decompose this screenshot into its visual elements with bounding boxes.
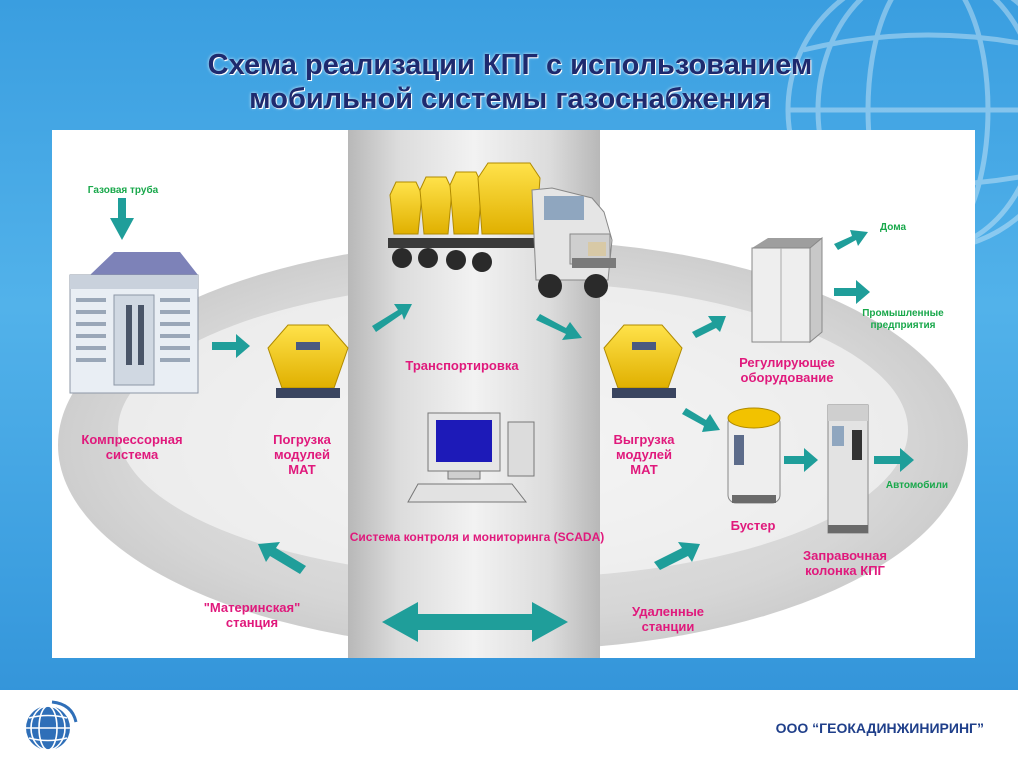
slide-title: Схема реализации КПГ с использованием мо… — [60, 48, 960, 116]
compressor-station-icon — [69, 252, 199, 394]
arrow-to-industry-icon — [834, 280, 870, 304]
filling-label-line-1: Заправочная — [802, 548, 888, 563]
transport-label: Транспортировка — [405, 358, 519, 373]
regulating-label: Регулирующее оборудование — [712, 355, 862, 385]
remote-stations-label: Удаленные станции — [608, 604, 728, 634]
regulating-equipment-icon — [751, 236, 823, 344]
arrow-truck-to-unloading-icon — [536, 314, 582, 340]
filling-column-icon — [827, 404, 869, 534]
booster-label: Бустер — [730, 518, 776, 533]
cars-label: Автомобили — [885, 480, 949, 491]
homes-label: Дома — [879, 222, 907, 233]
unloading-label-line-2: модулей — [616, 447, 672, 462]
booster-icon — [727, 407, 781, 504]
industry-label-line-2: предприятия — [870, 320, 936, 331]
arrow-to-homes-icon — [834, 230, 868, 250]
compressor-label: Компрессорная система — [52, 432, 212, 462]
unloading-label-line-1: Выгрузка — [613, 432, 675, 447]
unloading-label: Выгрузка модулей МАТ — [584, 432, 704, 477]
loading-label: Погрузка модулей МАТ — [242, 432, 362, 477]
mother-station-label-line-2: станция — [225, 615, 279, 630]
arrow-compressor-to-loading-icon — [212, 334, 250, 358]
industry-label-line-1: Промышленные — [862, 308, 944, 319]
computer-icon — [407, 412, 535, 503]
filling-label: Заправочная колонка КПГ — [780, 548, 910, 578]
mother-station-label-line-1: "Материнская" — [203, 600, 301, 615]
mat-module-unloading-icon — [603, 324, 683, 398]
mother-station-label: "Материнская" станция — [182, 600, 322, 630]
gas-pipe-arrow-icon — [110, 198, 134, 240]
arrow-scada-right-icon — [654, 542, 700, 570]
regulating-label-line-2: оборудование — [740, 370, 834, 385]
compressor-label-line-2: система — [105, 447, 159, 462]
remote-stations-label-line-1: Удаленные — [631, 604, 705, 619]
footer: ООО “ГЕОКАДИНЖИНИРИНГ” — [0, 690, 1018, 764]
industry-label: Промышленные предприятия — [848, 308, 958, 332]
arrow-to-booster-icon — [682, 408, 720, 432]
unloading-label-line-3: МАТ — [630, 462, 658, 477]
title-line-2: мобильной системы газоснабжения — [249, 83, 771, 115]
loading-label-line-2: модулей — [274, 447, 330, 462]
mat-module-loading-icon — [267, 324, 349, 398]
gas-pipe-label: Газовая труба — [87, 185, 159, 196]
arrow-exchange-double-icon — [382, 602, 568, 642]
scheme-diagram: Газовая труба Компрессорная система Погр… — [52, 130, 975, 658]
company-name: ООО “ГЕОКАДИНЖИНИРИНГ” — [775, 720, 984, 736]
truck-icon — [388, 162, 616, 298]
arrow-booster-to-column-icon — [784, 448, 818, 472]
globe-logo-icon — [26, 700, 78, 751]
flow-arrows — [212, 230, 914, 642]
arrow-scada-left-icon — [258, 542, 306, 574]
remote-stations-label-line-2: станции — [641, 619, 695, 634]
filling-label-line-2: колонка КПГ — [805, 563, 885, 578]
compressor-label-line-1: Компрессорная — [81, 432, 183, 447]
loading-label-line-3: МАТ — [288, 462, 316, 477]
title-line-1: Схема реализации КПГ с использованием — [207, 49, 813, 81]
scheme-graphics — [58, 130, 968, 658]
arrow-loading-to-transport-icon — [372, 304, 412, 332]
arrow-to-cars-icon — [874, 448, 914, 472]
loading-label-line-1: Погрузка — [273, 432, 331, 447]
scada-label: Система контроля и мониторинга (SCADA) — [349, 530, 605, 544]
arrow-to-regulating-icon — [692, 316, 726, 338]
regulating-label-line-1: Регулирующее — [739, 355, 835, 370]
